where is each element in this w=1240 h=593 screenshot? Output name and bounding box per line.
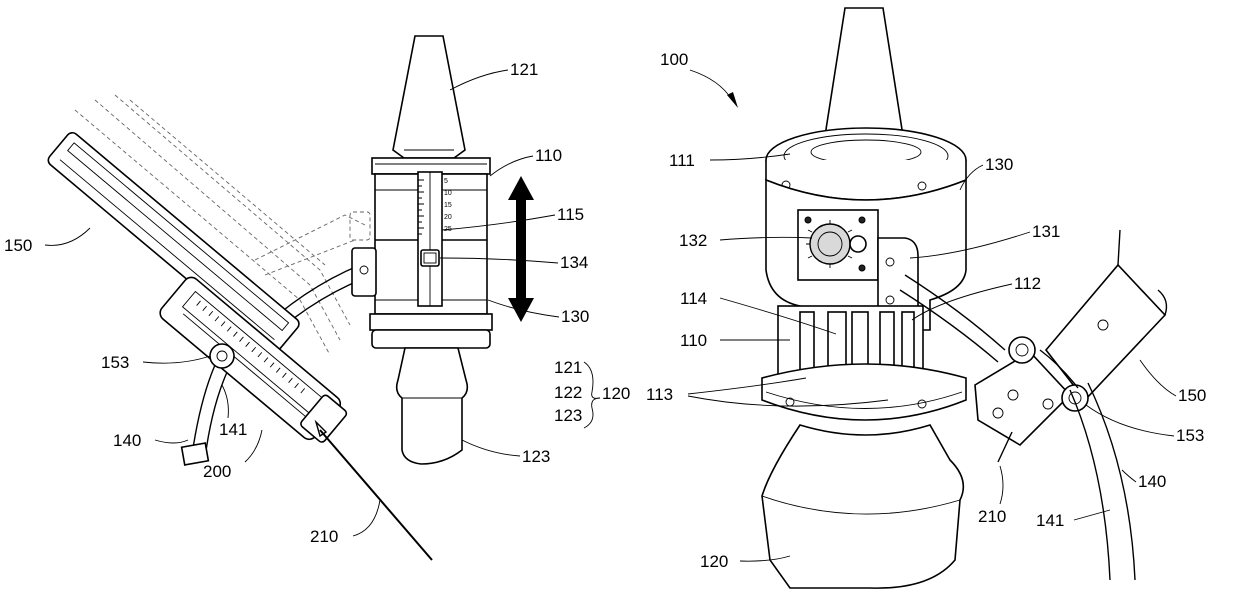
roller-2 xyxy=(1062,385,1088,411)
label-140-right: 140 xyxy=(1138,472,1166,491)
label-153-right: 153 xyxy=(1176,426,1204,445)
label-115: 115 xyxy=(557,205,584,224)
label-111: 111 xyxy=(669,151,695,170)
label-100: 100 xyxy=(660,50,688,69)
label-153: 153 xyxy=(101,353,129,372)
tick-15: 15 xyxy=(444,202,452,209)
gear-132 xyxy=(810,224,850,264)
label-141: 141 xyxy=(1036,511,1064,530)
travel-arrow xyxy=(508,176,534,322)
bottom-ring xyxy=(370,314,492,330)
label-210: 210 xyxy=(310,527,338,546)
label-141: 141 xyxy=(219,420,247,439)
label-120: 120 xyxy=(602,384,630,403)
label-120-right: 120 xyxy=(700,552,728,571)
label-121: 121 xyxy=(510,60,538,79)
tick-20: 20 xyxy=(444,214,452,221)
right-perspective-view xyxy=(690,8,1166,588)
lower-ring xyxy=(762,364,966,420)
label-150-right: 150 xyxy=(1178,386,1206,405)
base-123 xyxy=(397,348,468,464)
label-210-right: 210 xyxy=(978,507,1006,526)
label-131: 131 xyxy=(1032,222,1060,241)
pivot-153 xyxy=(210,344,234,368)
label-150: 150 xyxy=(4,236,32,255)
arm-150-persp xyxy=(1046,265,1165,400)
tick-5: 5 xyxy=(444,178,448,185)
label-112: 112 xyxy=(1014,274,1041,293)
label-113: 113 xyxy=(646,385,673,404)
carriage-153 xyxy=(975,352,1070,445)
middle-front-view: 5 10 15 20 25 xyxy=(350,36,534,464)
roller-1 xyxy=(1009,337,1035,363)
label-110: 110 xyxy=(535,146,562,165)
curved-rail-140 xyxy=(1070,390,1110,580)
label-130: 130 xyxy=(561,307,589,326)
label-200: 200 xyxy=(203,462,231,481)
label-121b: 121 xyxy=(554,358,582,377)
label-130-right: 130 xyxy=(985,155,1013,174)
label-132: 132 xyxy=(679,231,707,250)
label-110-right: 110 xyxy=(680,331,707,350)
cone-121 xyxy=(393,36,465,158)
label-114: 114 xyxy=(680,289,707,308)
label-123b: 123 xyxy=(554,406,582,425)
label-123: 123 xyxy=(522,447,550,466)
tick-10: 10 xyxy=(444,190,452,197)
side-bracket xyxy=(352,248,376,296)
label-140: 140 xyxy=(113,431,141,450)
label-122: 122 xyxy=(554,383,582,402)
label-134: 134 xyxy=(560,253,588,272)
